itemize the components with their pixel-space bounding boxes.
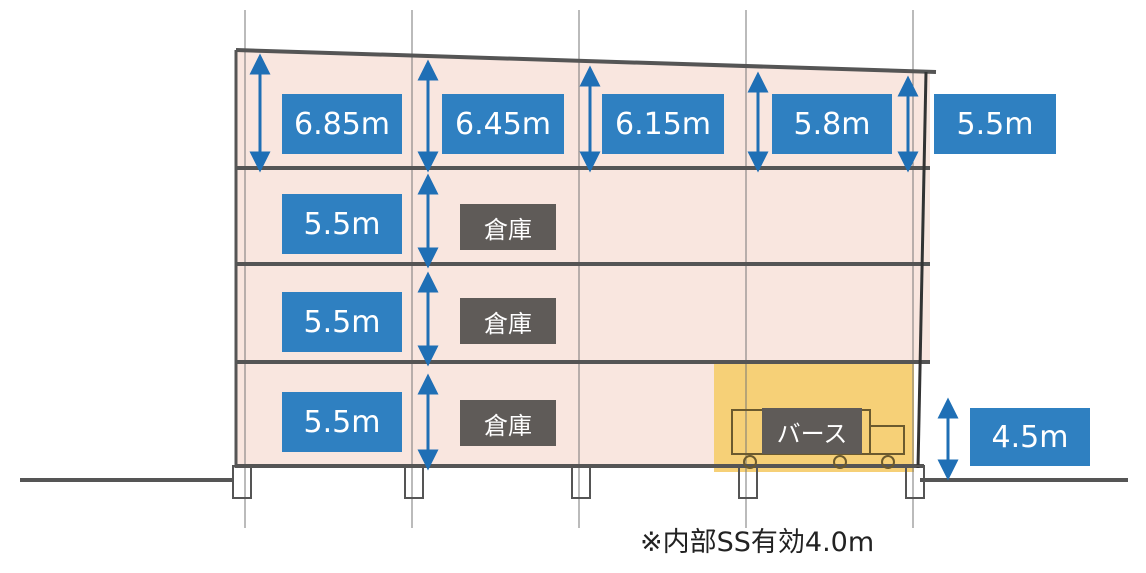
truck-icon <box>731 409 905 469</box>
footnote: ※内部SS有効4.0m <box>640 527 875 558</box>
column-grid <box>244 10 914 528</box>
room-label-warehouse-2: 倉庫 <box>460 298 556 344</box>
floor-height-label-2: 5.5m <box>282 292 402 352</box>
floor-height-label-3: 5.5m <box>282 194 402 254</box>
room-label-warehouse-3: 倉庫 <box>460 204 556 250</box>
height-arrows <box>249 53 959 481</box>
roof-height-label-5: 5.5m <box>934 94 1056 154</box>
roof-height-label-4: 5.8m <box>772 94 892 154</box>
berth-label: バース <box>762 408 862 454</box>
foundations <box>232 465 925 499</box>
roof-height-label-1: 6.85m <box>282 94 402 154</box>
roof-height-label-3: 6.15m <box>602 94 724 154</box>
roof-height-label-2: 6.45m <box>442 94 564 154</box>
room-label-warehouse-1: 倉庫 <box>460 400 556 446</box>
floor-height-label-1: 5.5m <box>282 392 402 452</box>
outer-wall-right <box>916 71 928 469</box>
berth-height-label: 4.5m <box>970 408 1090 466</box>
